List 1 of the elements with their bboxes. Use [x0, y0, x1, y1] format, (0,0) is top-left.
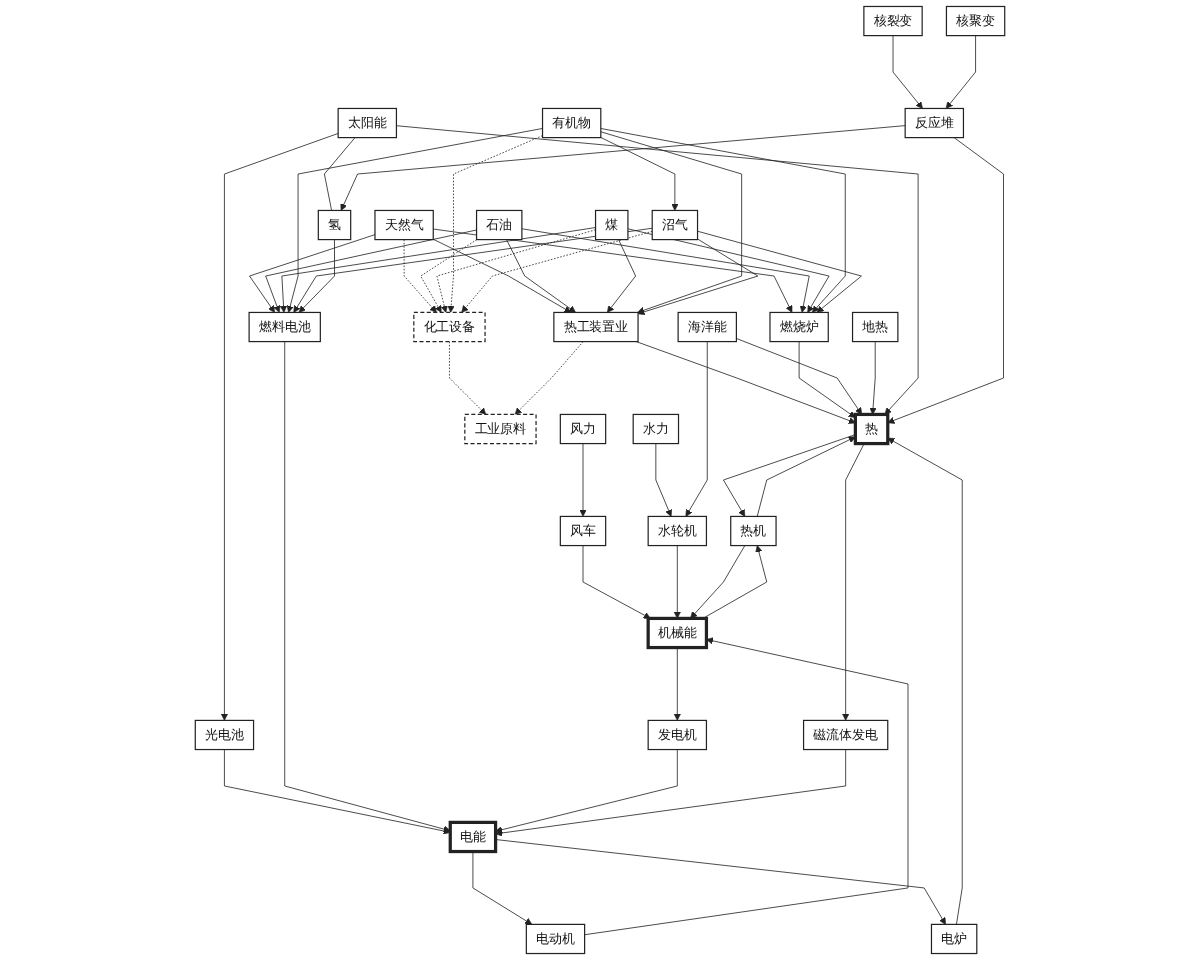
connector	[323, 137, 356, 211]
